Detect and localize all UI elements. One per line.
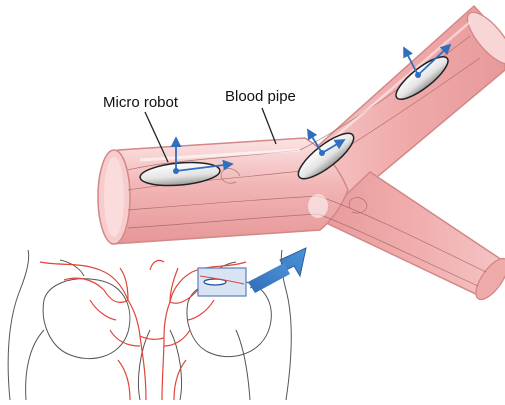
- head-anatomy-outline: [8, 250, 291, 400]
- pipe-leader-line: [262, 108, 276, 144]
- micro-robot-label: Micro robot: [103, 95, 178, 110]
- blood-pipe-label: Blood pipe: [225, 89, 296, 104]
- zoom-region-box: [198, 268, 246, 296]
- zoom-arrow: [248, 248, 306, 293]
